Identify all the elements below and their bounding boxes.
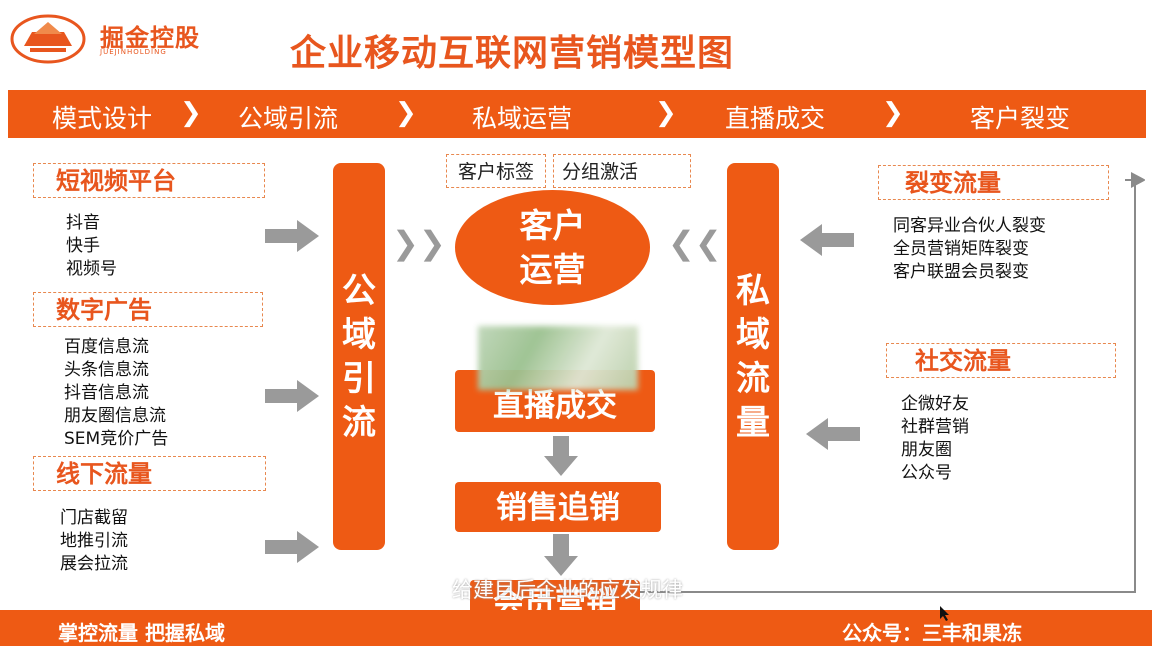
customer-operations-node: 客户 运营 [455, 190, 650, 305]
social-list: 企微好友 社群营销 朋友圈 公众号 [901, 393, 969, 485]
list-item: 百度信息流 [64, 337, 149, 357]
blurred-region [478, 326, 638, 390]
list-item: 抖音信息流 [64, 383, 149, 403]
list-item: 视频号 [66, 259, 117, 279]
category-short-video: 短视频平台 [33, 163, 265, 198]
pillar-char: 流 [736, 358, 770, 399]
pillar-char: 域 [736, 314, 770, 355]
double-chevron-right-icon: ❯❯ [392, 224, 446, 262]
list-item: 展会拉流 [60, 554, 128, 574]
cursor-icon [940, 606, 949, 621]
chevron-right-icon: ❯ [882, 98, 904, 128]
list-item: 抖音 [66, 213, 100, 233]
short-video-list: 抖音 快手 视频号 [66, 212, 117, 281]
stage-label: 私域运营 [472, 104, 573, 133]
feedback-loop-arrow [640, 172, 1145, 593]
stage-bar [8, 90, 1146, 138]
list-item: 全员营销矩阵裂变 [893, 239, 1029, 259]
chevron-right-icon: ❯ [655, 98, 677, 128]
customer-tag-label: 客户标签 [446, 154, 546, 188]
pillar-char: 公 [342, 270, 376, 311]
list-item: 快手 [66, 236, 100, 256]
logo-name: 掘金控股 [100, 24, 200, 52]
chevron-right-icon: ❯ [180, 98, 202, 128]
offline-list: 门店截留 地推引流 展会拉流 [60, 507, 128, 576]
page-title: 企业移动互联网营销模型图 [290, 33, 735, 74]
list-item: 企微好友 [901, 394, 969, 414]
list-item: 同客异业合伙人裂变 [893, 216, 1046, 236]
company-logo [10, 14, 86, 64]
public-traffic-pillar: 公 域 引 流 [333, 163, 385, 550]
group-activation-label: 分组激活 [553, 154, 691, 188]
category-offline: 线下流量 [33, 456, 266, 491]
list-item: 头条信息流 [64, 360, 149, 380]
footer-bar [0, 610, 1152, 646]
digital-ads-list: 百度信息流 头条信息流 抖音信息流 朋友圈信息流 SEM竞价广告 [64, 336, 168, 451]
list-item: 社群营销 [901, 417, 969, 437]
stage-label: 模式设计 [52, 104, 153, 133]
footer-slogan: 掌控流量 把握私域 [58, 621, 225, 645]
arrow-right-icon [265, 220, 319, 252]
arrow-left-icon [806, 418, 860, 450]
arrow-left-icon [800, 224, 854, 256]
list-item: 地推引流 [60, 531, 128, 551]
stage-label: 客户裂变 [970, 104, 1071, 133]
double-chevron-left-icon: ❮❮ [668, 224, 722, 262]
pillar-char: 私 [736, 270, 770, 311]
subtitle-overlay: 给建目后企业的应发规律 [452, 578, 683, 602]
category-social: 社交流量 [886, 343, 1116, 378]
arrow-down-icon [544, 534, 578, 576]
list-item: SEM竞价广告 [64, 429, 169, 449]
stage-label: 公域引流 [238, 104, 339, 133]
footer-account: 公众号：三丰和果冻 [842, 621, 1022, 645]
stage-label: 直播成交 [725, 104, 826, 133]
category-digital-ads: 数字广告 [33, 292, 263, 327]
list-item: 朋友圈 [901, 440, 952, 460]
chevron-right-icon: ❯ [395, 98, 417, 128]
list-item: 公众号 [901, 463, 952, 483]
category-fission: 裂变流量 [878, 165, 1109, 200]
pillar-char: 流 [342, 402, 376, 443]
sales-followup-node: 销售追销 [455, 482, 661, 532]
private-traffic-pillar: 私 域 流 量 [727, 163, 779, 550]
list-item: 朋友圈信息流 [64, 406, 166, 426]
list-item: 客户联盟会员裂变 [893, 262, 1029, 282]
pillar-char: 域 [342, 314, 376, 355]
fission-list: 同客异业合伙人裂变 全员营销矩阵裂变 客户联盟会员裂变 [893, 215, 1046, 284]
logo-subtitle: JUEJINHOLDING [100, 48, 167, 56]
list-item: 门店截留 [60, 508, 128, 528]
arrow-down-icon [544, 436, 578, 476]
pillar-char: 引 [342, 358, 376, 399]
arrow-right-icon [265, 531, 319, 563]
pillar-char: 量 [736, 402, 770, 443]
node-text: 运营 [519, 249, 586, 289]
node-text: 客户 [519, 205, 586, 245]
arrow-right-icon [265, 380, 319, 412]
